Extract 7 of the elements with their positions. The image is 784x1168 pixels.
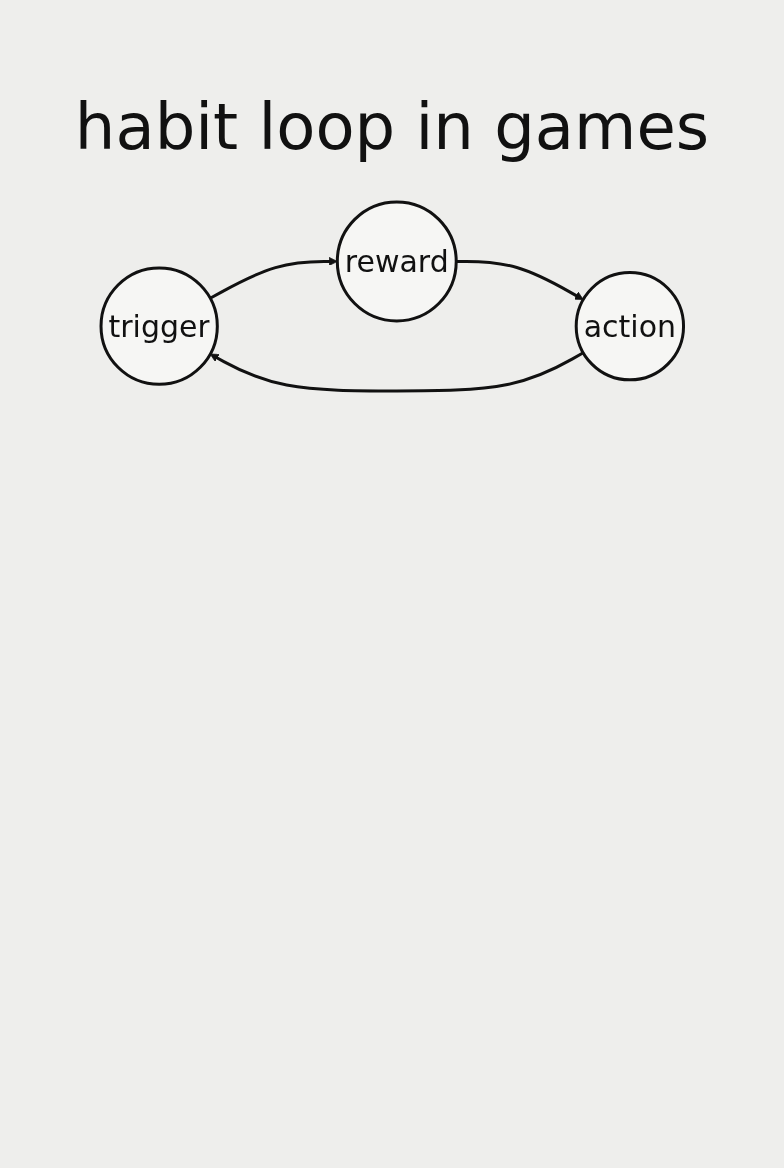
node-circle: reward xyxy=(335,200,458,323)
node-circle: trigger xyxy=(99,266,219,386)
arrow xyxy=(209,257,338,300)
arrow xyxy=(455,259,584,300)
node-circle: action xyxy=(574,271,685,382)
arrow xyxy=(209,351,584,393)
diagram-title: habit loop in games xyxy=(74,90,710,164)
